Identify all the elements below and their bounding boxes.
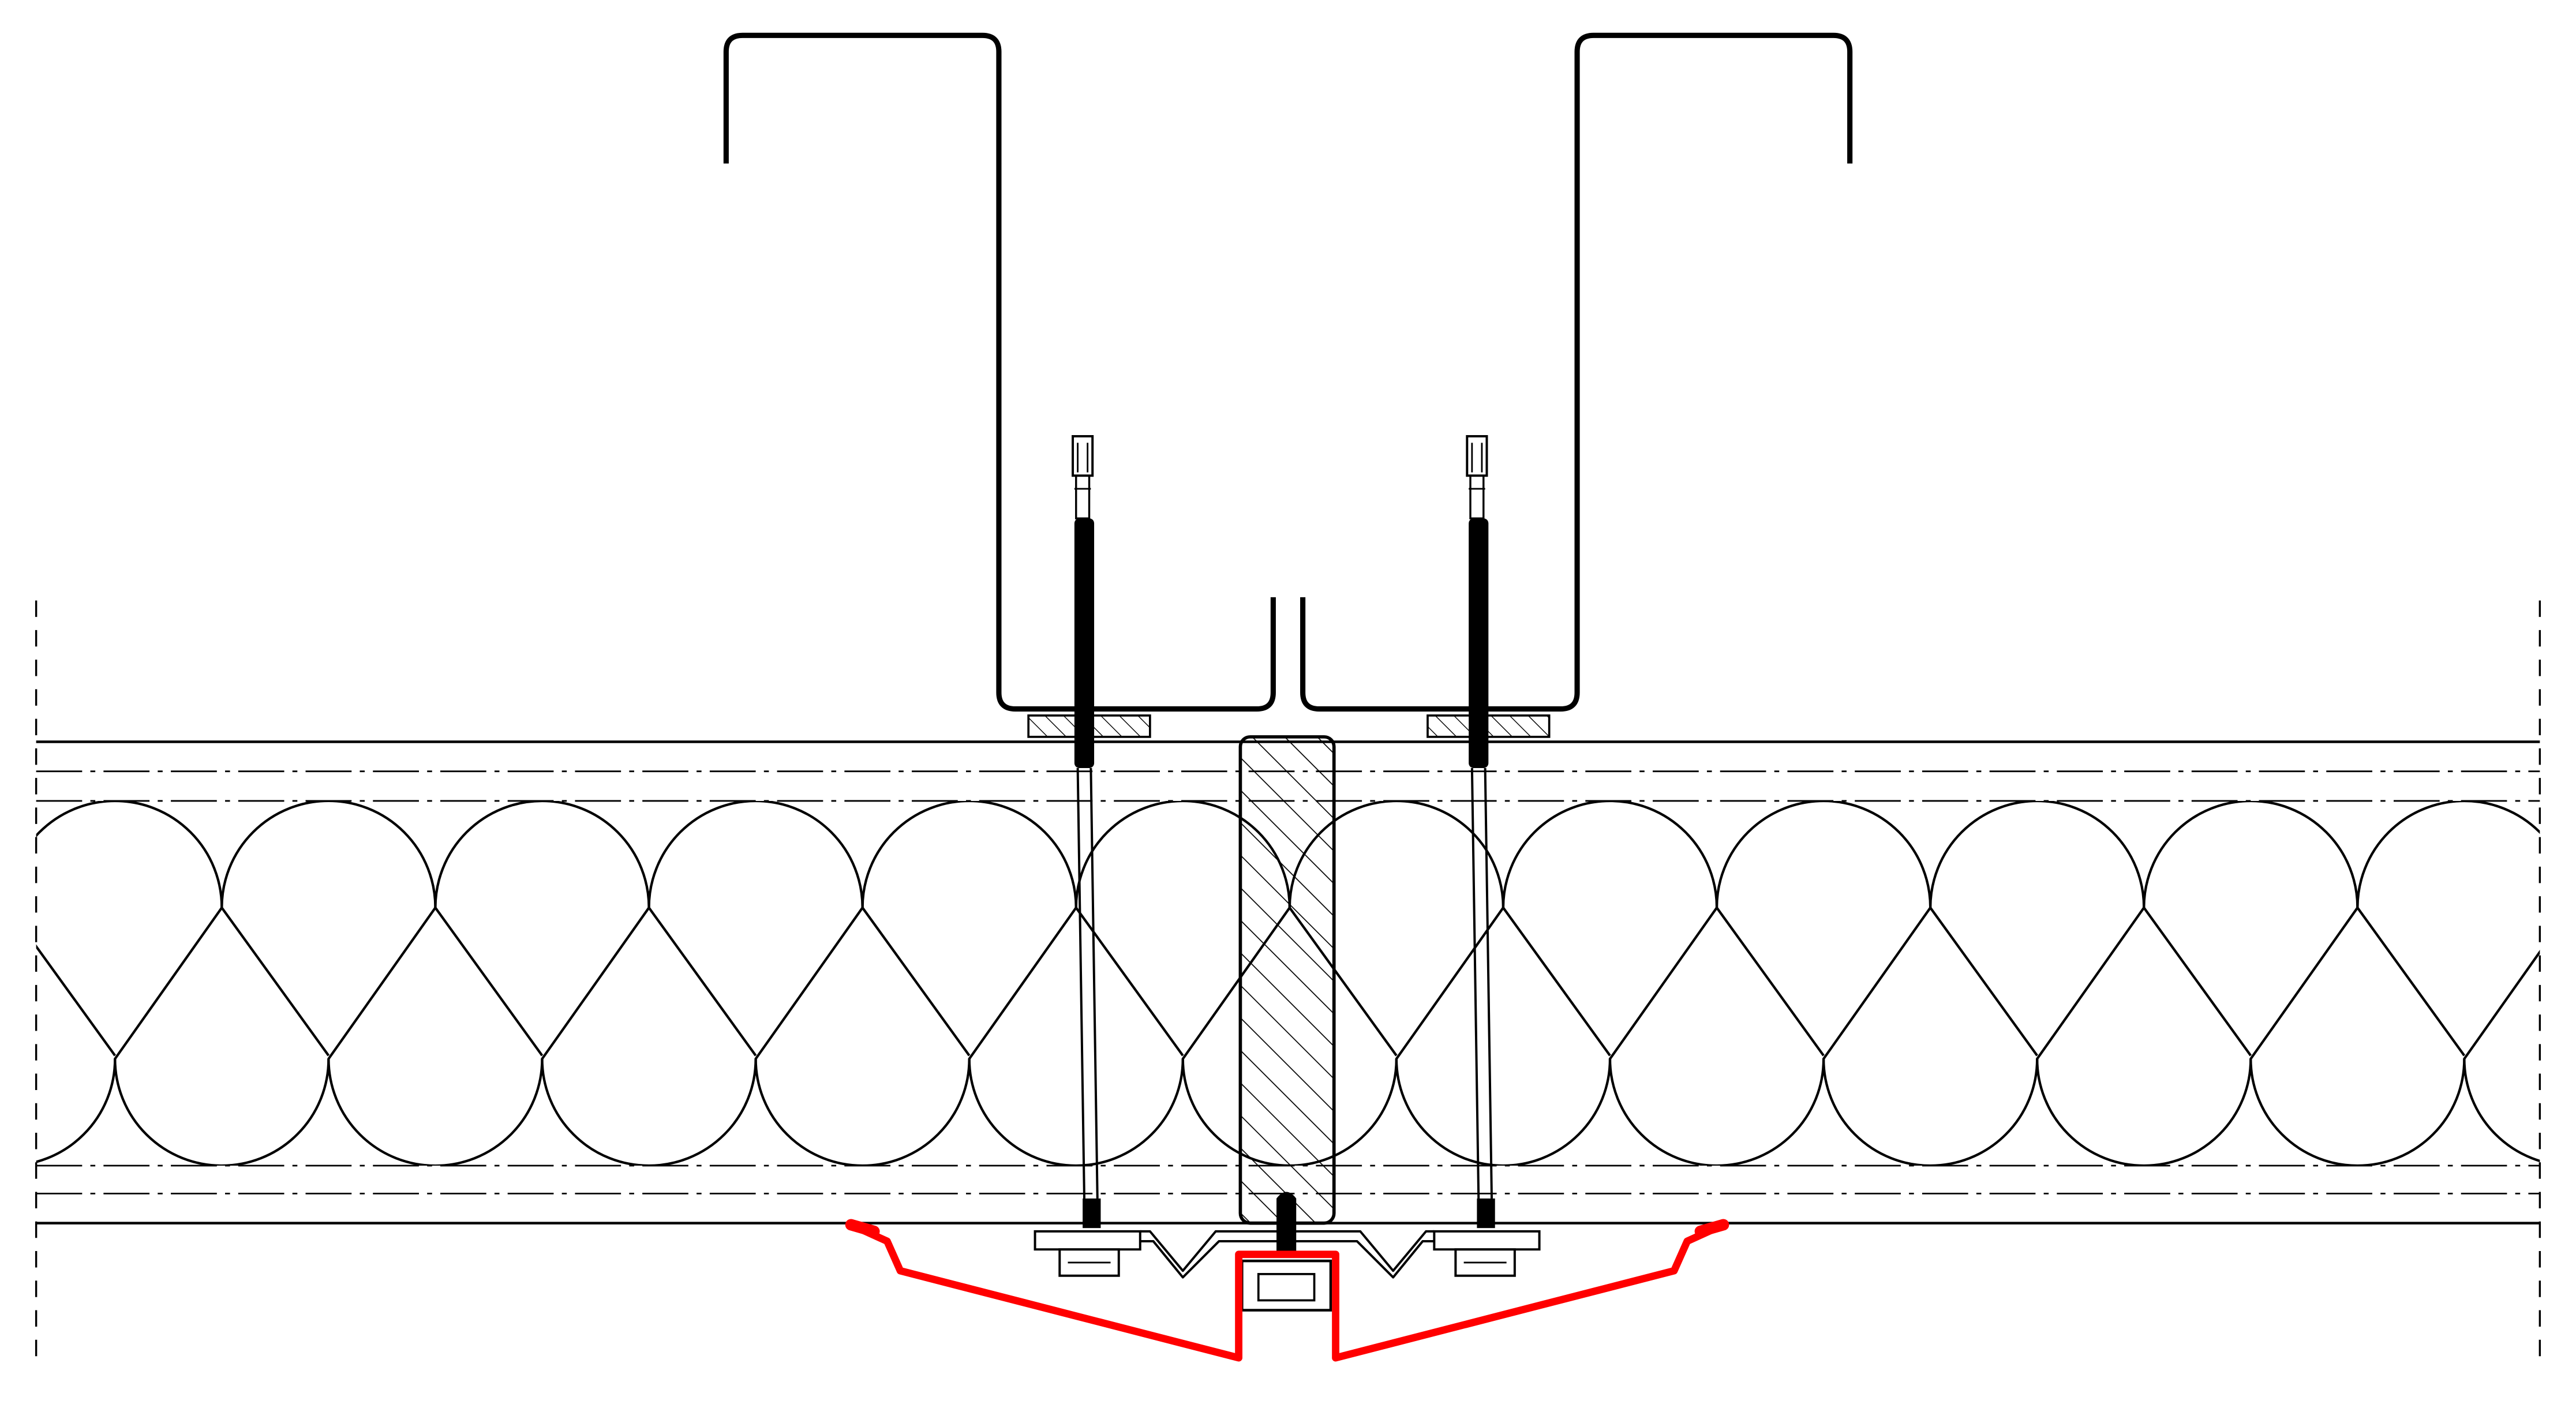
insulation-loop-upper <box>1502 800 1825 1057</box>
joint-insert <box>1238 735 1336 1225</box>
insulation-loop-upper <box>36 944 117 1057</box>
insulation-loop-lower <box>327 907 650 1166</box>
insulation-loop-lower <box>754 907 1077 1166</box>
insulation-loop-lower <box>2249 949 2540 1166</box>
insulation-loop-upper <box>36 800 330 1057</box>
insulation-core <box>36 800 2576 1166</box>
insulation-loop-lower <box>114 907 437 1166</box>
insulation-loop-lower <box>541 907 864 1166</box>
insulation-loop-upper <box>434 800 757 1057</box>
flashing-cap <box>845 1219 1729 1362</box>
insulation-loop-upper <box>2356 800 2540 908</box>
insulation-loop-lower <box>2036 907 2359 1166</box>
insulation-loop-upper <box>1929 800 2252 1057</box>
insulation-loop-upper <box>220 800 544 1057</box>
fastener-right <box>1433 435 1541 1277</box>
insulation-loop-lower <box>1395 907 1718 1166</box>
insulation-loop-lower <box>968 907 1291 1166</box>
insulation-loop-lower <box>1181 907 1504 1166</box>
insulation-loop-lower <box>1608 907 1931 1166</box>
purlin-right <box>1300 32 1853 712</box>
washer-right <box>1426 714 1551 738</box>
insulation-loop-upper <box>861 800 1184 1057</box>
insulation-loop-upper <box>2571 801 2576 1055</box>
purlin-left <box>723 32 1276 712</box>
boundary-lines <box>35 600 2541 1370</box>
insulation-loop-lower <box>1822 907 2145 1166</box>
insulation-loop-upper <box>2143 800 2466 1057</box>
insulation-loop-upper <box>1288 800 1611 1057</box>
insulation-loop-lower <box>36 907 223 1163</box>
insulation-loop-upper <box>1715 800 2038 1057</box>
insulation-loop-upper <box>1074 800 1398 1057</box>
insulation-loop-upper <box>647 800 971 1057</box>
fastener-left <box>1034 435 1141 1277</box>
insulation-loop-lower <box>2463 1058 2540 1163</box>
